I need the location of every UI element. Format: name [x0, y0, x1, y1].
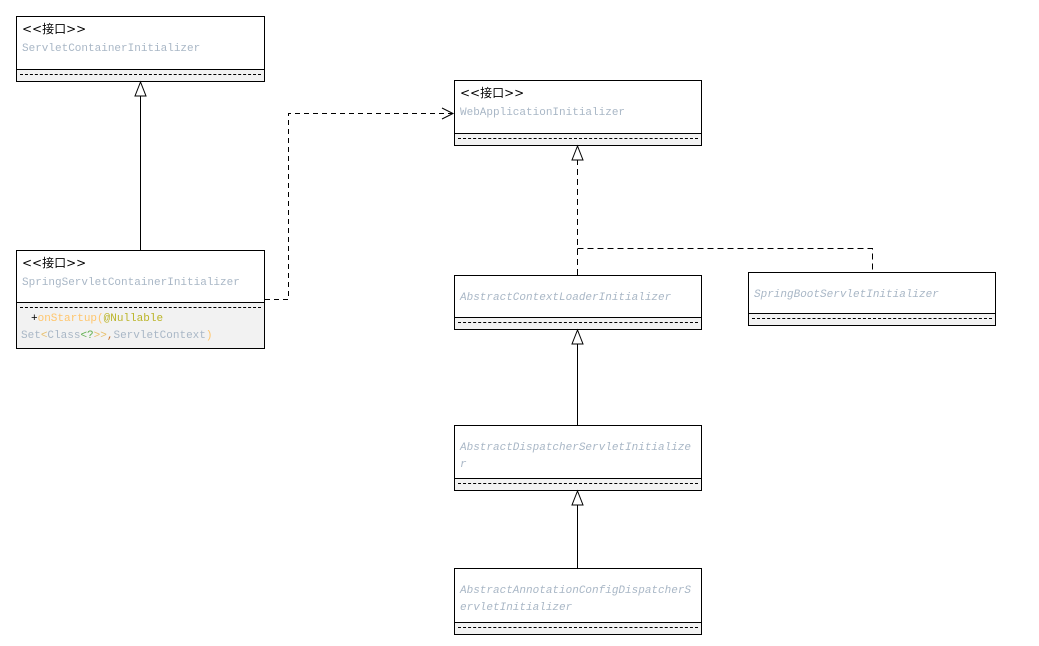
hollow-triangle-arrow-icon — [571, 144, 584, 161]
generalization-spring-to-servlet-container — [134, 80, 147, 250]
generalization-dispatcher-to-context-loader — [571, 328, 584, 425]
stereotype-label: <<接口>> — [22, 22, 87, 36]
annotation: @Nullable — [103, 313, 164, 325]
param-type: Set — [21, 330, 41, 342]
class-name: AbstractAnnotationConfigDispatcherServle… — [460, 585, 692, 614]
open-arrow-icon — [441, 107, 455, 120]
dependency-spring-to-web-app — [265, 107, 455, 300]
method-name: onStartup — [37, 313, 98, 325]
class-abstract-context-loader-initializer[interactable]: AbstractContextLoaderInitializer — [454, 275, 702, 330]
class-name: SpringBootServletInitializer — [754, 289, 939, 301]
paren: ( — [97, 313, 104, 325]
class-spring-servlet-container-initializer[interactable]: <<接口>> SpringServletContainerInitializer… — [16, 250, 265, 349]
class-web-application-initializer[interactable]: <<接口>> WebApplicationInitializer — [454, 80, 702, 146]
class-spring-boot-servlet-initializer[interactable]: SpringBootServletInitializer — [748, 272, 996, 326]
wildcard: ? — [87, 330, 94, 342]
class-name: WebApplicationInitializer — [460, 107, 626, 119]
class-name: AbstractContextLoaderInitializer — [460, 292, 672, 304]
visibility: + — [31, 313, 38, 325]
generic-bracket: >> — [93, 330, 107, 342]
stereotype-label: <<接口>> — [22, 256, 87, 270]
hollow-triangle-arrow-icon — [571, 489, 584, 506]
class-name: ServletContainerInitializer — [22, 43, 201, 55]
methods-section — [455, 317, 701, 329]
hollow-triangle-arrow-icon — [571, 328, 584, 345]
class-servlet-container-initializer[interactable]: <<接口>> ServletContainerInitializer — [16, 16, 265, 82]
param-type: ServletContext — [113, 330, 206, 342]
stereotype-label: <<接口>> — [460, 86, 525, 100]
class-name: SpringServletContainerInitializer — [22, 277, 240, 289]
methods-section — [455, 133, 701, 145]
generalization-annotation-to-dispatcher — [571, 489, 584, 568]
class-name: AbstractDispatcherServletInitializer — [460, 442, 692, 471]
generic-bracket: < — [40, 330, 48, 342]
class-abstract-dispatcher-servlet-initializer[interactable]: AbstractDispatcherServletInitializer — [454, 425, 702, 491]
methods-section — [455, 478, 701, 490]
comma: , — [106, 330, 114, 342]
paren: ) — [205, 330, 213, 342]
generic-bracket: < — [80, 330, 88, 342]
realization-context-loader-to-web-app — [571, 144, 584, 275]
methods-section — [455, 622, 701, 634]
class-abstract-annotation-config-dispatcher-servlet-initializer[interactable]: AbstractAnnotationConfigDispatcherServle… — [454, 568, 702, 635]
methods-section — [17, 69, 264, 81]
methods-section — [749, 313, 995, 325]
hollow-triangle-arrow-icon — [134, 80, 147, 97]
realization-spring-boot-to-web-app — [577, 248, 873, 272]
param-type: Class — [47, 330, 81, 342]
